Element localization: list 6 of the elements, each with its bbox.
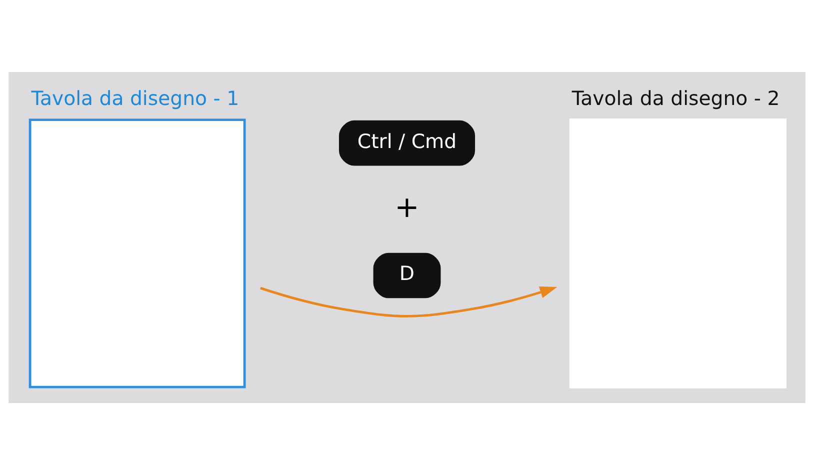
arrow	[260, 286, 558, 317]
node-label: Tavola da disegno - 2	[572, 86, 780, 110]
label: +	[394, 189, 420, 224]
node-box: Ctrl / Cmd	[338, 120, 476, 166]
node-box: D	[373, 252, 441, 298]
node-label: Tavola da disegno - 1	[31, 86, 240, 110]
